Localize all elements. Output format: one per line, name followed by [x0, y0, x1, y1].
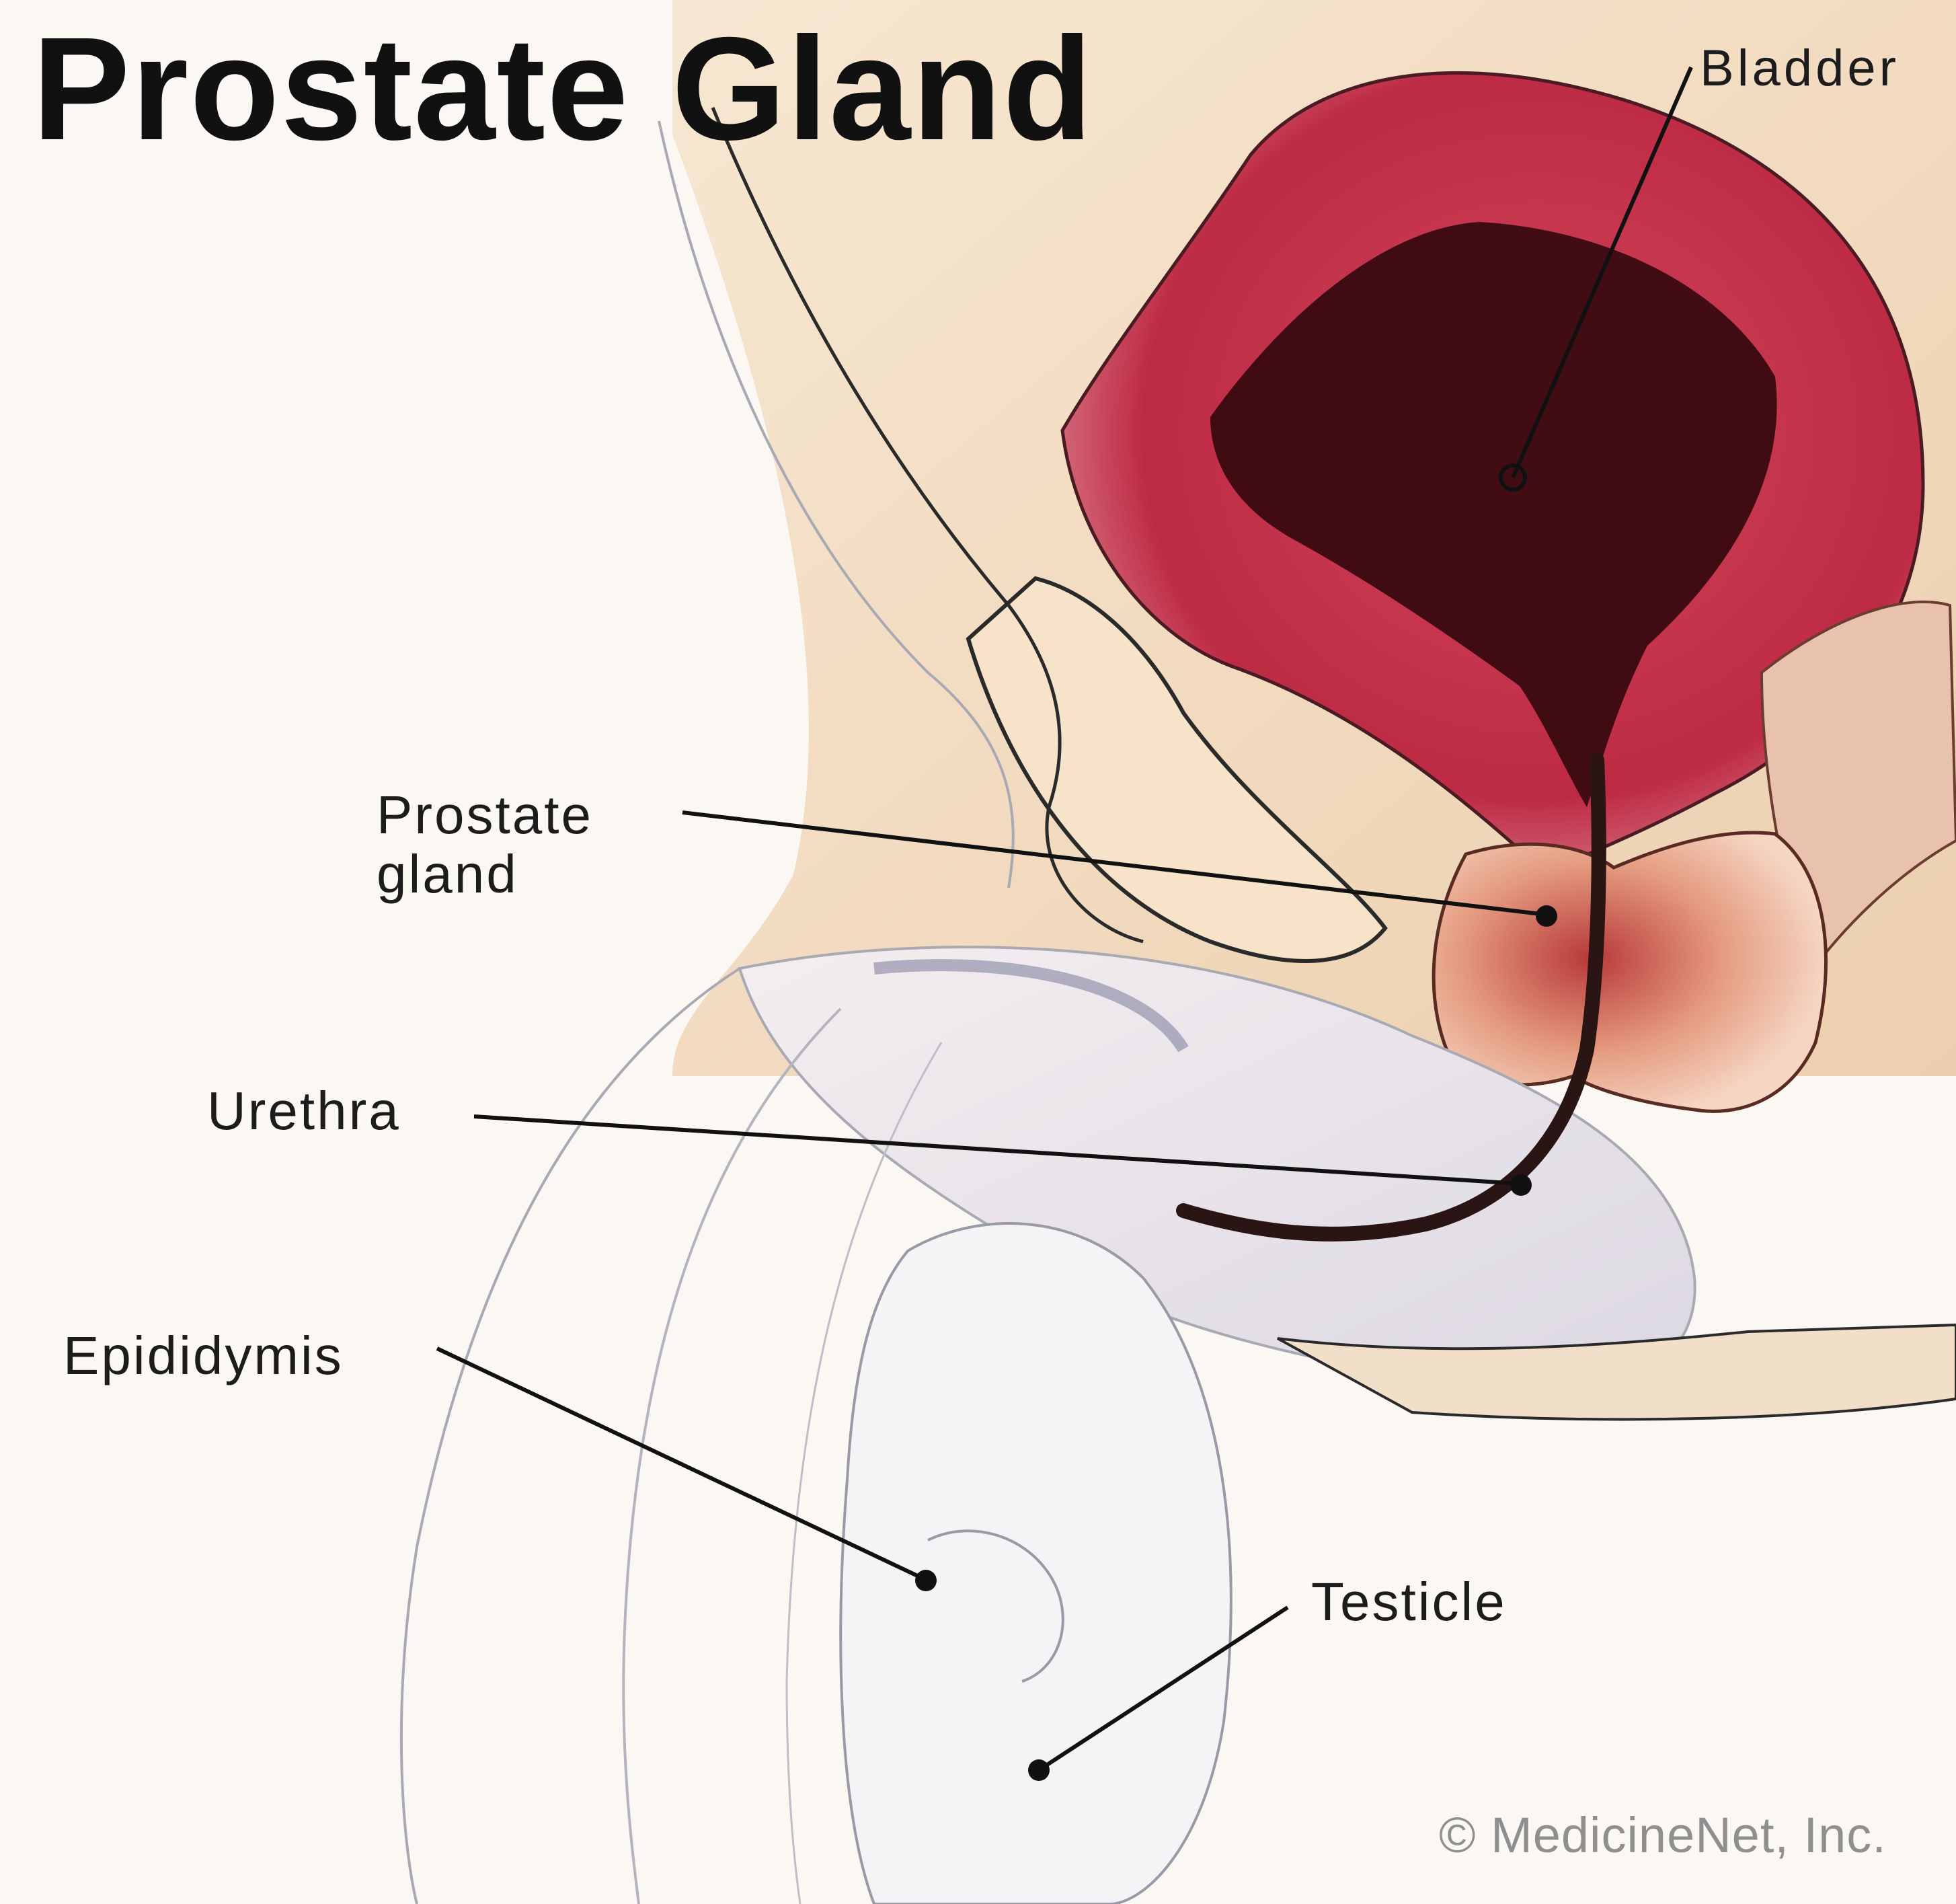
label-epididymis: Epididymis	[63, 1326, 344, 1385]
prostate-pointer-dot	[1536, 905, 1557, 927]
label-prostate-line2: gland	[377, 845, 593, 904]
copyright-notice: © MedicineNet, Inc.	[1439, 1806, 1887, 1864]
diagram-title: Prostate Gland	[32, 5, 1094, 174]
label-bladder: Bladder	[1700, 39, 1900, 98]
epididymis-pointer-dot	[915, 1570, 937, 1591]
label-prostate-gland: Prostate gland	[377, 786, 593, 904]
testicle-pointer-dot	[1028, 1759, 1050, 1781]
label-urethra: Urethra	[207, 1081, 401, 1141]
label-testicle: Testicle	[1311, 1572, 1507, 1632]
urethra-pointer-dot	[1510, 1174, 1532, 1196]
scrotum-shape	[840, 1223, 1230, 1904]
label-prostate-line1: Prostate	[377, 786, 593, 845]
